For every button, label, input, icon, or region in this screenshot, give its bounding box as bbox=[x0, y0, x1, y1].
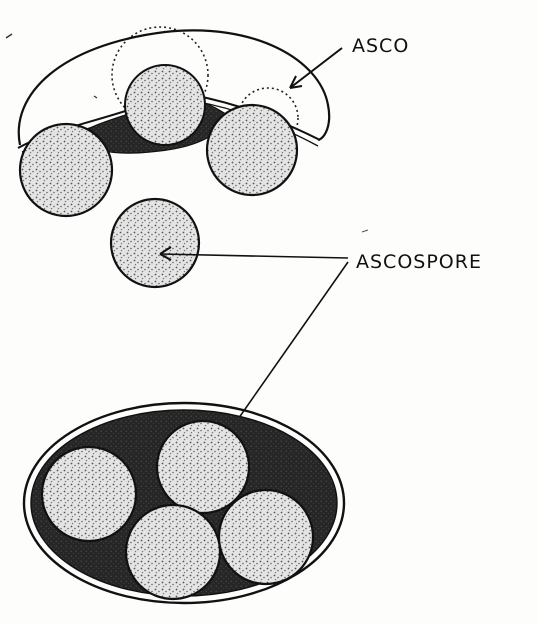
spore bbox=[126, 505, 220, 599]
ascospore-label: ASCOSPORE bbox=[356, 251, 482, 273]
spore bbox=[219, 490, 313, 584]
spore bbox=[42, 447, 136, 541]
asco-callout: ASCO bbox=[290, 35, 409, 88]
ruptured-ascus bbox=[18, 27, 329, 287]
intact-ascus bbox=[24, 403, 344, 603]
asco-arrow bbox=[290, 48, 342, 88]
spore bbox=[157, 421, 249, 513]
spore bbox=[125, 65, 205, 145]
free-spore bbox=[111, 199, 199, 287]
asco-label: ASCO bbox=[352, 35, 409, 57]
spore bbox=[207, 105, 297, 195]
spore bbox=[20, 124, 112, 216]
